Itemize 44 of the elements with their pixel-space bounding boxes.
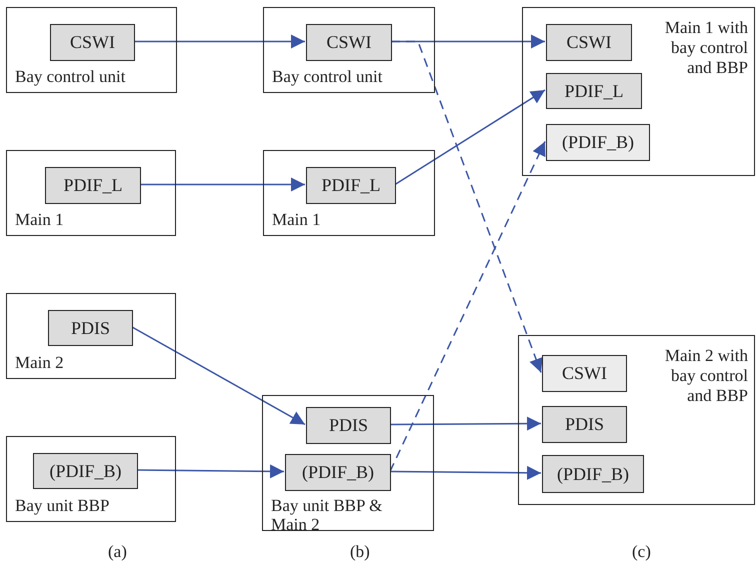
logical-node-box: (PDIF_B)	[546, 124, 650, 161]
device-box	[522, 7, 755, 176]
device-box	[262, 395, 434, 531]
logical-node-box: CSWI	[542, 355, 627, 392]
logical-node-box: CSWI	[306, 24, 392, 61]
device-label: Bay unit BBP	[15, 496, 110, 515]
logical-node-box: (PDIF_B)	[33, 453, 138, 489]
arrow	[391, 40, 543, 373]
logical-node-box: (PDIF_B)	[285, 454, 391, 491]
logical-node-box: CSWI	[50, 24, 135, 61]
logical-node-box: PDIS	[48, 310, 133, 346]
device-label: Main 1	[272, 210, 321, 229]
panel-caption: (a)	[108, 542, 127, 562]
device-box	[263, 7, 435, 93]
panel-caption: (c)	[632, 542, 651, 562]
device-box	[518, 335, 755, 505]
device-label: Main 2 with bay control and BBP	[664, 346, 748, 406]
device-label: Main 2	[15, 353, 64, 372]
arrow	[140, 178, 305, 192]
arrow	[134, 34, 305, 48]
device-label: Main 1 with bay control and BBP	[664, 18, 748, 78]
device-box	[263, 150, 435, 236]
arrow	[394, 89, 546, 186]
device-label: Bay control unit	[15, 67, 126, 86]
device-box	[6, 7, 177, 93]
arrow	[390, 466, 541, 480]
arrow	[389, 141, 546, 472]
logical-node-box: PDIS	[542, 406, 627, 443]
device-label: Main 1	[15, 210, 64, 229]
device-label: Bay control unit	[272, 67, 382, 86]
device-box	[6, 150, 176, 236]
device-label: Bay unit BBP & Main 2	[271, 496, 384, 534]
logical-node-box: (PDIF_B)	[542, 455, 644, 493]
logical-node-box: PDIS	[306, 407, 391, 444]
logical-node-box: PDIF_L	[45, 167, 141, 204]
arrow	[137, 464, 284, 478]
panel-caption: (b)	[350, 542, 370, 562]
logical-node-box: PDIF_L	[306, 167, 396, 204]
logical-node-box: PDIF_L	[546, 73, 642, 109]
device-box	[6, 436, 176, 522]
logical-node-box: CSWI	[546, 24, 632, 61]
arrow	[390, 416, 541, 431]
device-box	[6, 293, 176, 379]
arrow	[132, 326, 306, 426]
